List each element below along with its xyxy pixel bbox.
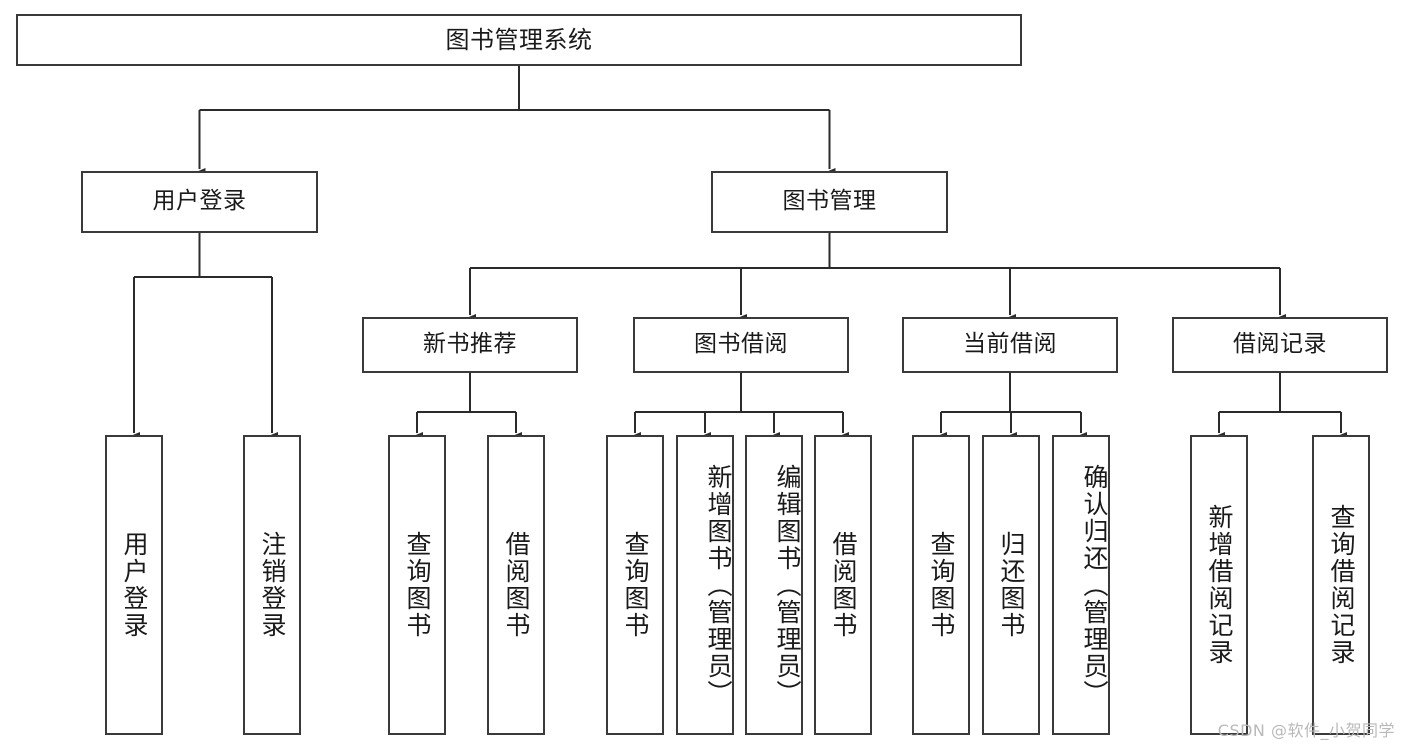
node-new-book-rec[interactable]: 新书推荐 xyxy=(362,317,578,373)
node-leaf-user-login[interactable]: 用户登录 xyxy=(105,435,163,735)
node-label: 借阅记录 xyxy=(1233,331,1327,358)
node-leaf-logout[interactable]: 注销登录 xyxy=(243,435,301,735)
node-label: 归还图书 xyxy=(997,531,1026,639)
node-leaf-add-book[interactable]: 新增图书（管理员） xyxy=(676,435,734,735)
node-leaf-add-record[interactable]: 新增借阅记录 xyxy=(1190,435,1248,735)
node-label: 查询图书 xyxy=(403,531,432,639)
node-label: 图书借阅 xyxy=(694,331,788,358)
watermark-label: CSDN @软件_小贺同学 xyxy=(1217,721,1395,740)
node-book-borrow[interactable]: 图书借阅 xyxy=(633,317,849,373)
node-current-borrow[interactable]: 当前借阅 xyxy=(902,317,1118,373)
node-label: 借阅图书 xyxy=(829,531,858,639)
node-label: 当前借阅 xyxy=(963,331,1057,358)
node-leaf-edit-book[interactable]: 编辑图书（管理员） xyxy=(745,435,803,735)
node-root[interactable]: 图书管理系统 xyxy=(16,14,1022,66)
node-label: 查询图书 xyxy=(927,531,956,639)
node-label: 查询图书 xyxy=(621,531,650,639)
node-leaf-query-record[interactable]: 查询借阅记录 xyxy=(1312,435,1370,735)
node-book-manage[interactable]: 图书管理 xyxy=(711,171,948,233)
node-label: 用户登录 xyxy=(152,188,247,215)
node-label: 查询借阅记录 xyxy=(1327,504,1356,666)
node-label: 借阅图书 xyxy=(502,531,531,639)
node-label: 新书推荐 xyxy=(423,331,517,358)
node-label: 图书管理 xyxy=(782,188,877,215)
node-label: 确认归还（管理员） xyxy=(1080,463,1109,707)
node-leaf-query-book-rec[interactable]: 查询图书 xyxy=(388,435,446,735)
node-label: 新增图书（管理员） xyxy=(704,463,733,707)
node-label: 编辑图书（管理员） xyxy=(773,463,802,707)
node-label: 注销登录 xyxy=(258,531,287,639)
node-leaf-borrow-book-rec[interactable]: 借阅图书 xyxy=(487,435,545,735)
connector-lines xyxy=(128,66,1347,442)
node-label: 图书管理系统 xyxy=(445,25,593,54)
node-label: 新增借阅记录 xyxy=(1205,504,1234,666)
node-leaf-query-book-cur[interactable]: 查询图书 xyxy=(912,435,970,735)
node-leaf-confirm-return[interactable]: 确认归还（管理员） xyxy=(1052,435,1110,735)
node-leaf-return-book[interactable]: 归还图书 xyxy=(982,435,1040,735)
node-leaf-borrow-book[interactable]: 借阅图书 xyxy=(814,435,872,735)
node-borrow-records[interactable]: 借阅记录 xyxy=(1172,317,1388,373)
node-user-login[interactable]: 用户登录 xyxy=(81,171,318,233)
node-leaf-query-book-borrow[interactable]: 查询图书 xyxy=(606,435,664,735)
node-label: 用户登录 xyxy=(120,531,149,639)
